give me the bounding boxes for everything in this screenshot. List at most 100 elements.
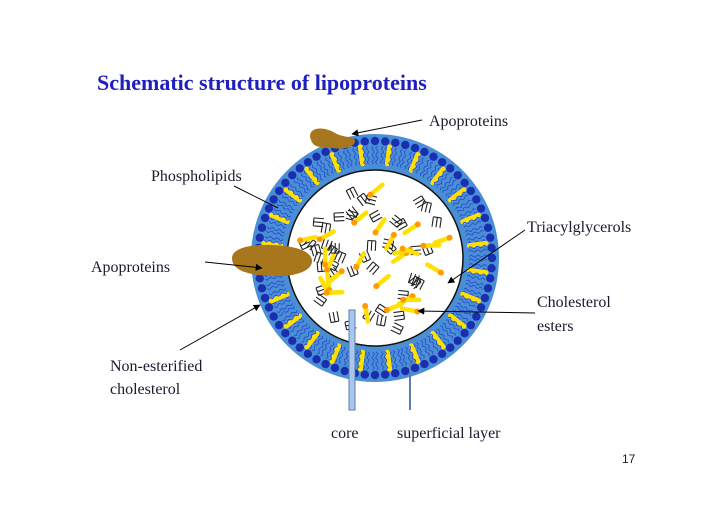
cholesterol-ester-head bbox=[338, 268, 345, 275]
cholesterol-ester-body bbox=[384, 234, 396, 251]
phospholipid-tail bbox=[466, 235, 486, 241]
phospholipid-tail bbox=[297, 177, 310, 191]
cholesterol-ester-body bbox=[399, 306, 418, 314]
phospholipid-tail bbox=[325, 342, 335, 359]
phospholipid-head bbox=[391, 369, 400, 378]
triacylglycerol-chains bbox=[320, 222, 332, 235]
phospholipid-tail bbox=[264, 275, 284, 281]
phospholipid-tail bbox=[338, 346, 346, 365]
phospholipid-head bbox=[391, 138, 400, 147]
phospholipid-tail bbox=[284, 312, 300, 325]
phospholipid-tail bbox=[427, 164, 439, 181]
triacylglycerol-chains bbox=[333, 212, 345, 222]
phospholipid-tail bbox=[301, 173, 314, 188]
triacylglycerol bbox=[313, 251, 326, 265]
triacylglycerol-chains bbox=[397, 289, 409, 300]
triacylglycerol bbox=[376, 314, 387, 327]
phospholipid-tail bbox=[468, 266, 487, 271]
phospholipid-tail bbox=[468, 244, 487, 250]
triacylglycerol bbox=[358, 249, 372, 264]
phospholipid-head bbox=[281, 329, 290, 338]
phospholipid-tail bbox=[465, 229, 484, 236]
triacylglycerol bbox=[420, 200, 432, 214]
cholesterol-ester-head bbox=[446, 234, 453, 241]
phospholipid-head bbox=[269, 195, 278, 204]
phospholipid-tail bbox=[362, 351, 367, 370]
phospholipid-tail bbox=[462, 216, 480, 225]
phospholipid-tail bbox=[467, 271, 486, 277]
phospholipid-head bbox=[257, 223, 267, 232]
cholesterol-ester-body bbox=[363, 305, 371, 324]
triacylglycerol bbox=[394, 217, 408, 231]
cholesterol-molecule bbox=[447, 187, 467, 203]
phospholipid-tail bbox=[412, 343, 422, 361]
triacylglycerol-chains bbox=[366, 261, 380, 276]
cholesterol-molecule bbox=[430, 166, 446, 186]
triacylglycerol-chains bbox=[407, 272, 420, 286]
phospholipid-tail bbox=[457, 302, 474, 313]
triacylglycerol bbox=[324, 244, 338, 258]
triacylglycerol-chains bbox=[421, 243, 434, 257]
phospholipid-head bbox=[487, 243, 496, 253]
phospholipid-tail bbox=[420, 339, 430, 357]
phospholipid-tail bbox=[379, 145, 385, 165]
cholesterol-molecule bbox=[269, 291, 290, 304]
phospholipid-tail bbox=[412, 155, 422, 173]
phospholipid-tail bbox=[356, 350, 362, 369]
cholesterol-ester-body bbox=[327, 270, 343, 284]
phospholipid-tail bbox=[455, 199, 472, 210]
phospholipid-tail bbox=[320, 340, 331, 357]
cholesterol-ester-head bbox=[400, 296, 407, 303]
cholesterol-molecule bbox=[329, 343, 342, 364]
phospholipid-head bbox=[420, 359, 429, 369]
phospholipid-tail bbox=[467, 239, 486, 245]
triacylglycerol bbox=[366, 261, 380, 276]
cholesterol-molecule bbox=[460, 212, 481, 225]
cholesterol-ester-body bbox=[369, 182, 385, 196]
phospholipid-tail bbox=[276, 303, 294, 313]
phospholipid-head bbox=[476, 204, 486, 213]
triacylglycerol-chains bbox=[315, 284, 329, 296]
triacylglycerol bbox=[374, 303, 389, 317]
phospholipid-tail bbox=[267, 283, 285, 291]
triacylglycerol bbox=[328, 311, 340, 324]
phospholipid-tail bbox=[308, 333, 321, 349]
cholesterol-molecule bbox=[430, 330, 446, 350]
phospholipid-tail bbox=[274, 208, 291, 218]
phospholipid-tail bbox=[333, 153, 342, 171]
phospholipid-tail bbox=[397, 348, 404, 367]
label-non-esterified-1: Non-esterified bbox=[110, 358, 203, 375]
phospholipid-tail bbox=[270, 291, 288, 300]
phospholipid-head bbox=[269, 312, 278, 321]
phospholipid-tail bbox=[264, 239, 283, 245]
phospholipid-head bbox=[453, 336, 462, 345]
cholesterol-molecule bbox=[384, 144, 393, 167]
lipid-core bbox=[297, 182, 453, 335]
phospholipid-tail bbox=[422, 161, 434, 178]
phospholipid-tail bbox=[278, 306, 295, 317]
phospholipid-head bbox=[466, 186, 476, 196]
phospholipid-head bbox=[483, 284, 493, 293]
cholesterol-ester-body bbox=[325, 253, 336, 271]
phospholipid-head bbox=[472, 312, 481, 321]
cholesterol-ester-head bbox=[353, 264, 360, 271]
triacylglycerol-chains bbox=[390, 322, 404, 335]
triacylglycerol bbox=[312, 217, 324, 228]
phospholipid-tail bbox=[391, 147, 398, 167]
phospholipid-tail bbox=[374, 145, 379, 165]
phospholipid-tail bbox=[276, 203, 293, 214]
triacylglycerol-chains bbox=[345, 186, 359, 200]
phospholipid-head bbox=[410, 363, 420, 373]
phospholipid-tail bbox=[429, 167, 442, 183]
phospholipid-tail bbox=[266, 230, 284, 237]
cholesterol-molecule bbox=[460, 291, 481, 304]
phospholipid-tail bbox=[433, 330, 446, 346]
cholesterol-ester-head bbox=[399, 245, 406, 252]
cholesterol-molecule bbox=[357, 349, 366, 372]
phospholipid-head bbox=[340, 366, 349, 376]
triacylglycerol-chains bbox=[420, 200, 432, 214]
phospholipid-tail bbox=[356, 147, 362, 166]
phospholipid-tail bbox=[440, 325, 453, 339]
phospholipid-tail bbox=[463, 287, 482, 295]
phospholipid-tail bbox=[284, 191, 300, 204]
